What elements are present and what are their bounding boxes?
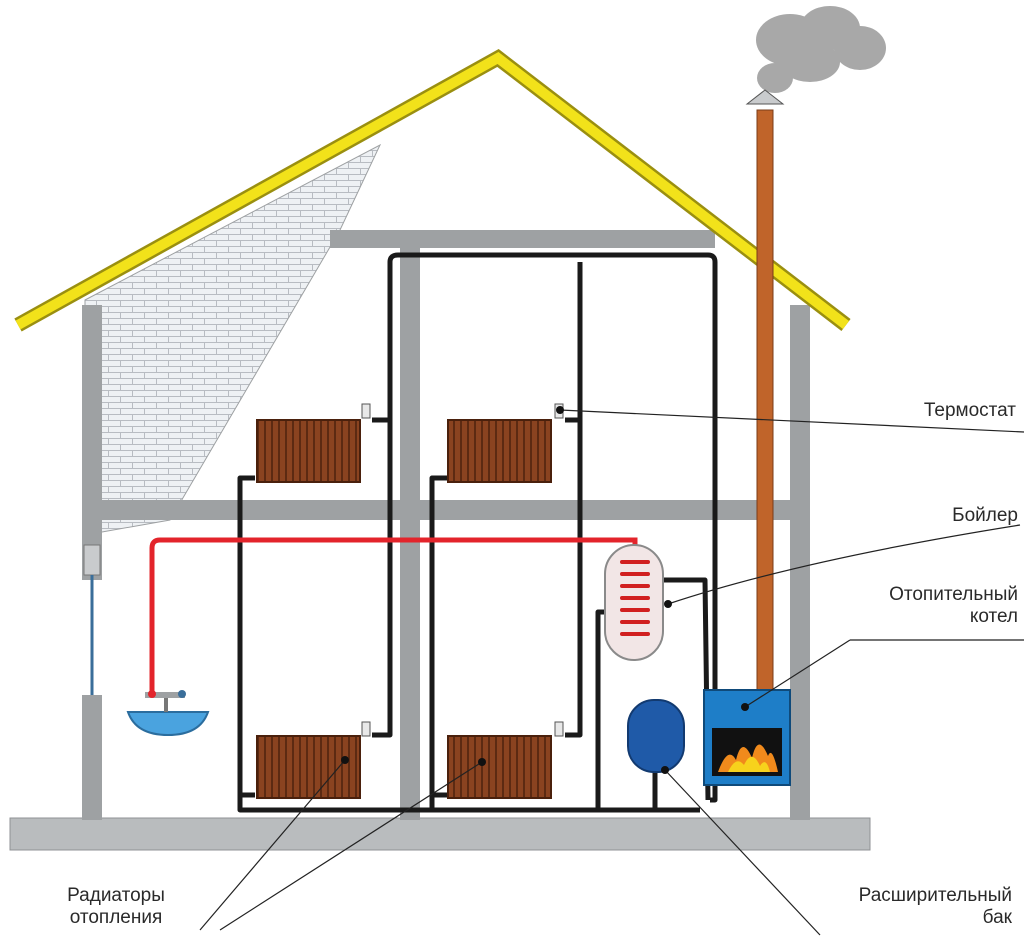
leader-dots [341,406,749,774]
smoke-cloud [756,6,886,93]
left-wall-upper [82,305,102,580]
label-radiators: Радиаторы отопления [36,885,196,929]
radiator-lower-left [256,735,361,799]
sink [126,690,210,737]
heating-furnace [703,689,791,786]
label-expansion-tank: Расширительный бак [859,885,1012,929]
radiator-lower-right [447,735,552,799]
center-column [400,245,420,820]
heating-pipes [237,252,718,813]
chimney-cap [745,89,785,105]
chimney-pipe [756,109,774,711]
water-heater-boiler [604,544,664,661]
label-radiators-line1: Радиаторы [67,885,165,906]
hot-water-pipe [149,537,638,695]
left-wall-lower [82,695,102,820]
leader-lines [199,409,1024,936]
roof [14,49,851,332]
label-radiators-line2: отопления [69,907,163,928]
label-heating-boiler-line2: котел [969,606,1018,627]
label-heating-boiler: Отопительный котел [889,584,1018,628]
attic-beam [330,230,715,248]
label-thermostat: Термостат [923,400,1016,421]
label-boiler: Бойлер [952,505,1018,526]
expansion-tank [627,699,685,773]
label-expansion-tank-line1: Расширительный [858,885,1012,906]
radiator-upper-left [256,419,361,483]
label-expansion-tank-line2: бак [982,907,1012,928]
interfloor-slab [82,500,790,520]
label-heating-boiler-line1: Отопительный [889,584,1018,605]
water-supply-valve [83,544,101,576]
radiator-upper-right [447,419,552,483]
right-wall [790,305,810,820]
ground-slab [9,817,871,851]
